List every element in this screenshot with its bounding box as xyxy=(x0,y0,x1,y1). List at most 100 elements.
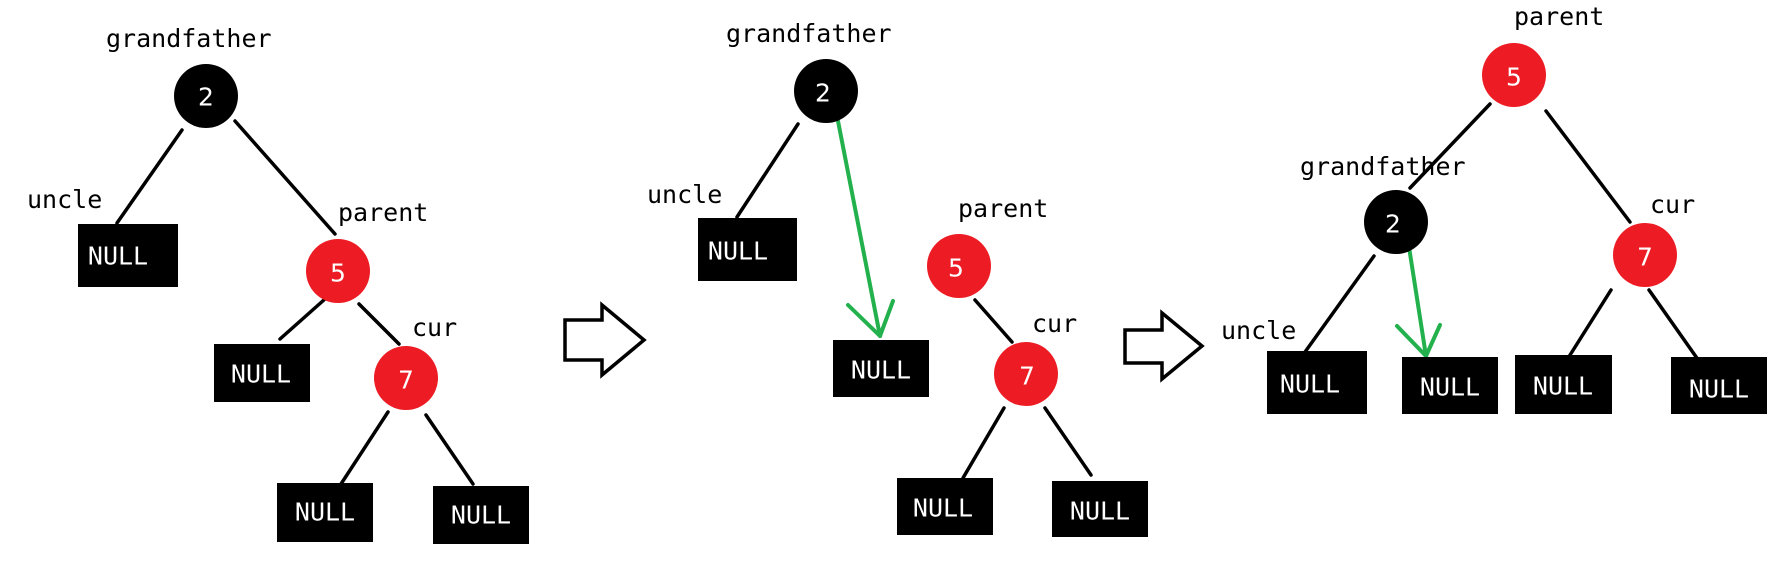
transition-arrow-2 xyxy=(1123,309,1205,383)
grandfather-node: 2 xyxy=(1364,190,1428,254)
cur-left-null-leaf: NULL xyxy=(897,478,993,535)
moved-null-leaf: NULL xyxy=(1402,357,1498,414)
null-box xyxy=(1671,357,1767,414)
node-key: 7 xyxy=(398,366,414,395)
red-node-circle xyxy=(1482,43,1546,107)
cur-left-null-leaf: NULL xyxy=(277,483,373,542)
parent-label: parent xyxy=(958,194,1048,223)
edge-grandfather-uncle xyxy=(115,128,184,225)
red-node-circle xyxy=(994,342,1058,406)
moved-null-leaf: NULL xyxy=(833,340,929,397)
uncle-label: uncle xyxy=(647,180,722,209)
null-text: NULL xyxy=(88,242,148,271)
null-box xyxy=(277,483,373,542)
cur-right-null-leaf: NULL xyxy=(1052,481,1148,537)
move-arrow-head xyxy=(846,299,895,338)
node-key: 5 xyxy=(948,254,964,283)
node-key: 7 xyxy=(1019,362,1035,391)
black-node-circle xyxy=(174,64,238,128)
null-box xyxy=(78,224,178,287)
edge-parent-null xyxy=(278,297,327,341)
red-node-circle xyxy=(1613,223,1677,287)
black-node-circle xyxy=(1364,190,1428,254)
null-box xyxy=(214,344,310,402)
node-key: 7 xyxy=(1637,243,1653,272)
red-node-circle xyxy=(374,346,438,410)
uncle-null-leaf: NULL xyxy=(78,224,178,287)
cur-label: cur xyxy=(1032,309,1077,338)
cur-label: cur xyxy=(1650,190,1695,219)
move-subtree-arrow xyxy=(836,119,895,338)
null-box xyxy=(897,478,993,535)
null-box xyxy=(1052,481,1148,537)
null-box xyxy=(698,218,797,281)
null-text: NULL xyxy=(1070,497,1130,526)
null-box xyxy=(1267,351,1367,414)
move-subtree-arrow xyxy=(1395,245,1442,358)
cur-right-null-leaf: NULL xyxy=(433,486,529,544)
edge-cur-left-null xyxy=(339,410,390,486)
null-box xyxy=(1402,357,1498,414)
edge-cur-right-null xyxy=(1043,406,1093,477)
uncle-label: uncle xyxy=(1221,316,1296,345)
uncle-null-leaf: NULL xyxy=(698,218,797,281)
null-text: NULL xyxy=(1689,375,1749,404)
parent-left-null-leaf: NULL xyxy=(214,344,310,402)
cur-left-null-leaf: NULL xyxy=(1515,355,1612,414)
null-box xyxy=(1515,355,1612,414)
null-text: NULL xyxy=(1280,370,1340,399)
red-node-circle xyxy=(306,239,370,303)
cur-right-null-leaf: NULL xyxy=(1671,357,1767,414)
parent-node: 5 xyxy=(1482,43,1546,107)
grandfather-label: grandfather xyxy=(1300,152,1466,181)
null-text: NULL xyxy=(1420,373,1480,402)
null-text: NULL xyxy=(231,360,291,389)
node-key: 5 xyxy=(330,259,346,288)
null-text: NULL xyxy=(295,498,355,527)
grandfather-label: grandfather xyxy=(106,24,272,53)
parent-node: 5 xyxy=(306,239,370,303)
panel-3-after-rotation: parent grandfather cur uncle 5 2 7 NULL … xyxy=(1221,2,1767,414)
node-key: 5 xyxy=(1506,63,1522,92)
edge-cur-left-null xyxy=(1563,288,1613,365)
node-key: 2 xyxy=(1385,210,1401,239)
edge-cur-right-null xyxy=(424,413,475,486)
edge-cur-right-null xyxy=(1647,288,1701,363)
uncle-label: uncle xyxy=(27,185,102,214)
grandfather-node: 2 xyxy=(174,64,238,128)
grandfather-node: 2 xyxy=(794,59,858,123)
edge-grandfather-uncle xyxy=(1303,254,1376,354)
edge-parent-grandfather xyxy=(1408,102,1492,190)
null-box xyxy=(433,486,529,544)
red-node-circle xyxy=(927,234,991,298)
grandfather-label: grandfather xyxy=(726,19,892,48)
node-key: 2 xyxy=(198,83,214,112)
black-node-circle xyxy=(794,59,858,123)
null-text: NULL xyxy=(851,356,911,385)
move-arrow-shaft xyxy=(836,119,882,338)
panel-2-reattach-subtree: grandfather uncle parent cur 2 5 7 NULL … xyxy=(647,19,1148,537)
uncle-null-leaf: NULL xyxy=(1267,351,1367,414)
null-text: NULL xyxy=(451,501,511,530)
move-arrow-shaft xyxy=(1407,245,1428,358)
null-text: NULL xyxy=(1533,372,1593,401)
edge-parent-cur xyxy=(357,302,401,346)
panel-1-before-rotation: grandfather uncle parent cur 2 5 7 NULL … xyxy=(27,24,529,544)
edge-grandfather-uncle xyxy=(735,122,800,219)
cur-node: 7 xyxy=(1613,223,1677,287)
edge-cur-left-null xyxy=(961,406,1006,480)
parent-label: parent xyxy=(1514,2,1604,31)
edge-parent-cur xyxy=(973,298,1014,344)
parent-node: 5 xyxy=(927,234,991,298)
cur-node: 7 xyxy=(374,346,438,410)
null-text: NULL xyxy=(913,494,973,523)
edge-parent-cur xyxy=(1544,109,1632,224)
node-key: 2 xyxy=(815,79,831,108)
cur-node: 7 xyxy=(994,342,1058,406)
edge-grandfather-parent xyxy=(233,119,337,236)
transition-arrow-1 xyxy=(563,301,647,379)
null-box xyxy=(833,340,929,397)
parent-label: parent xyxy=(338,198,428,227)
cur-label: cur xyxy=(412,313,457,342)
